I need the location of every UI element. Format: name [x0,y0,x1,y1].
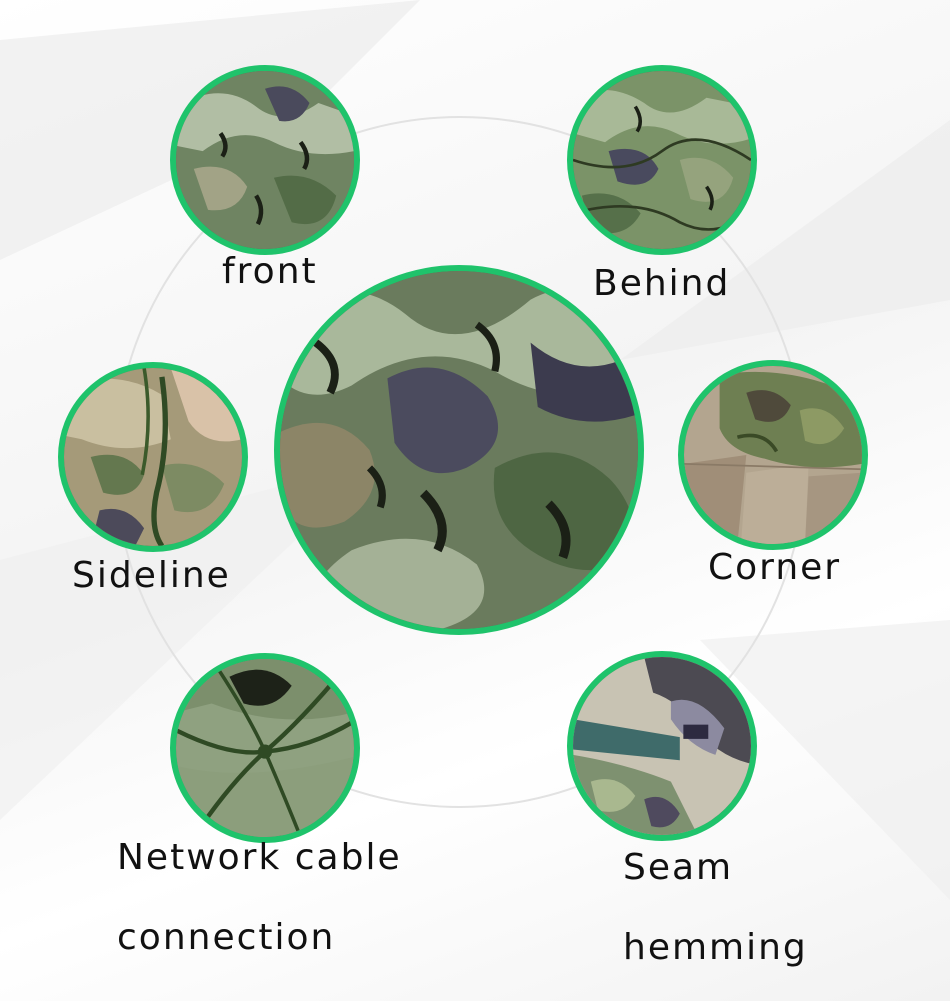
seam-hemming-circle [567,651,757,841]
network-cable-label-line2: connection [117,917,336,958]
center-camo-close-up [274,265,644,635]
front-label: front [222,251,318,292]
seam-hemming-label-line2: hemming [623,927,808,968]
corner-view-circle [678,360,868,550]
sideline-view-circle [58,362,248,552]
corner-label: Corner [708,547,842,588]
seam-hemming-label-line1: Seam [623,847,734,888]
front-view-circle [170,65,360,255]
network-cable-connection-circle [170,653,360,843]
behind-view-circle [567,65,757,255]
network-cable-label-line1: Network cable [117,837,402,878]
sideline-label: Sideline [72,555,231,596]
behind-label: Behind [593,263,731,304]
